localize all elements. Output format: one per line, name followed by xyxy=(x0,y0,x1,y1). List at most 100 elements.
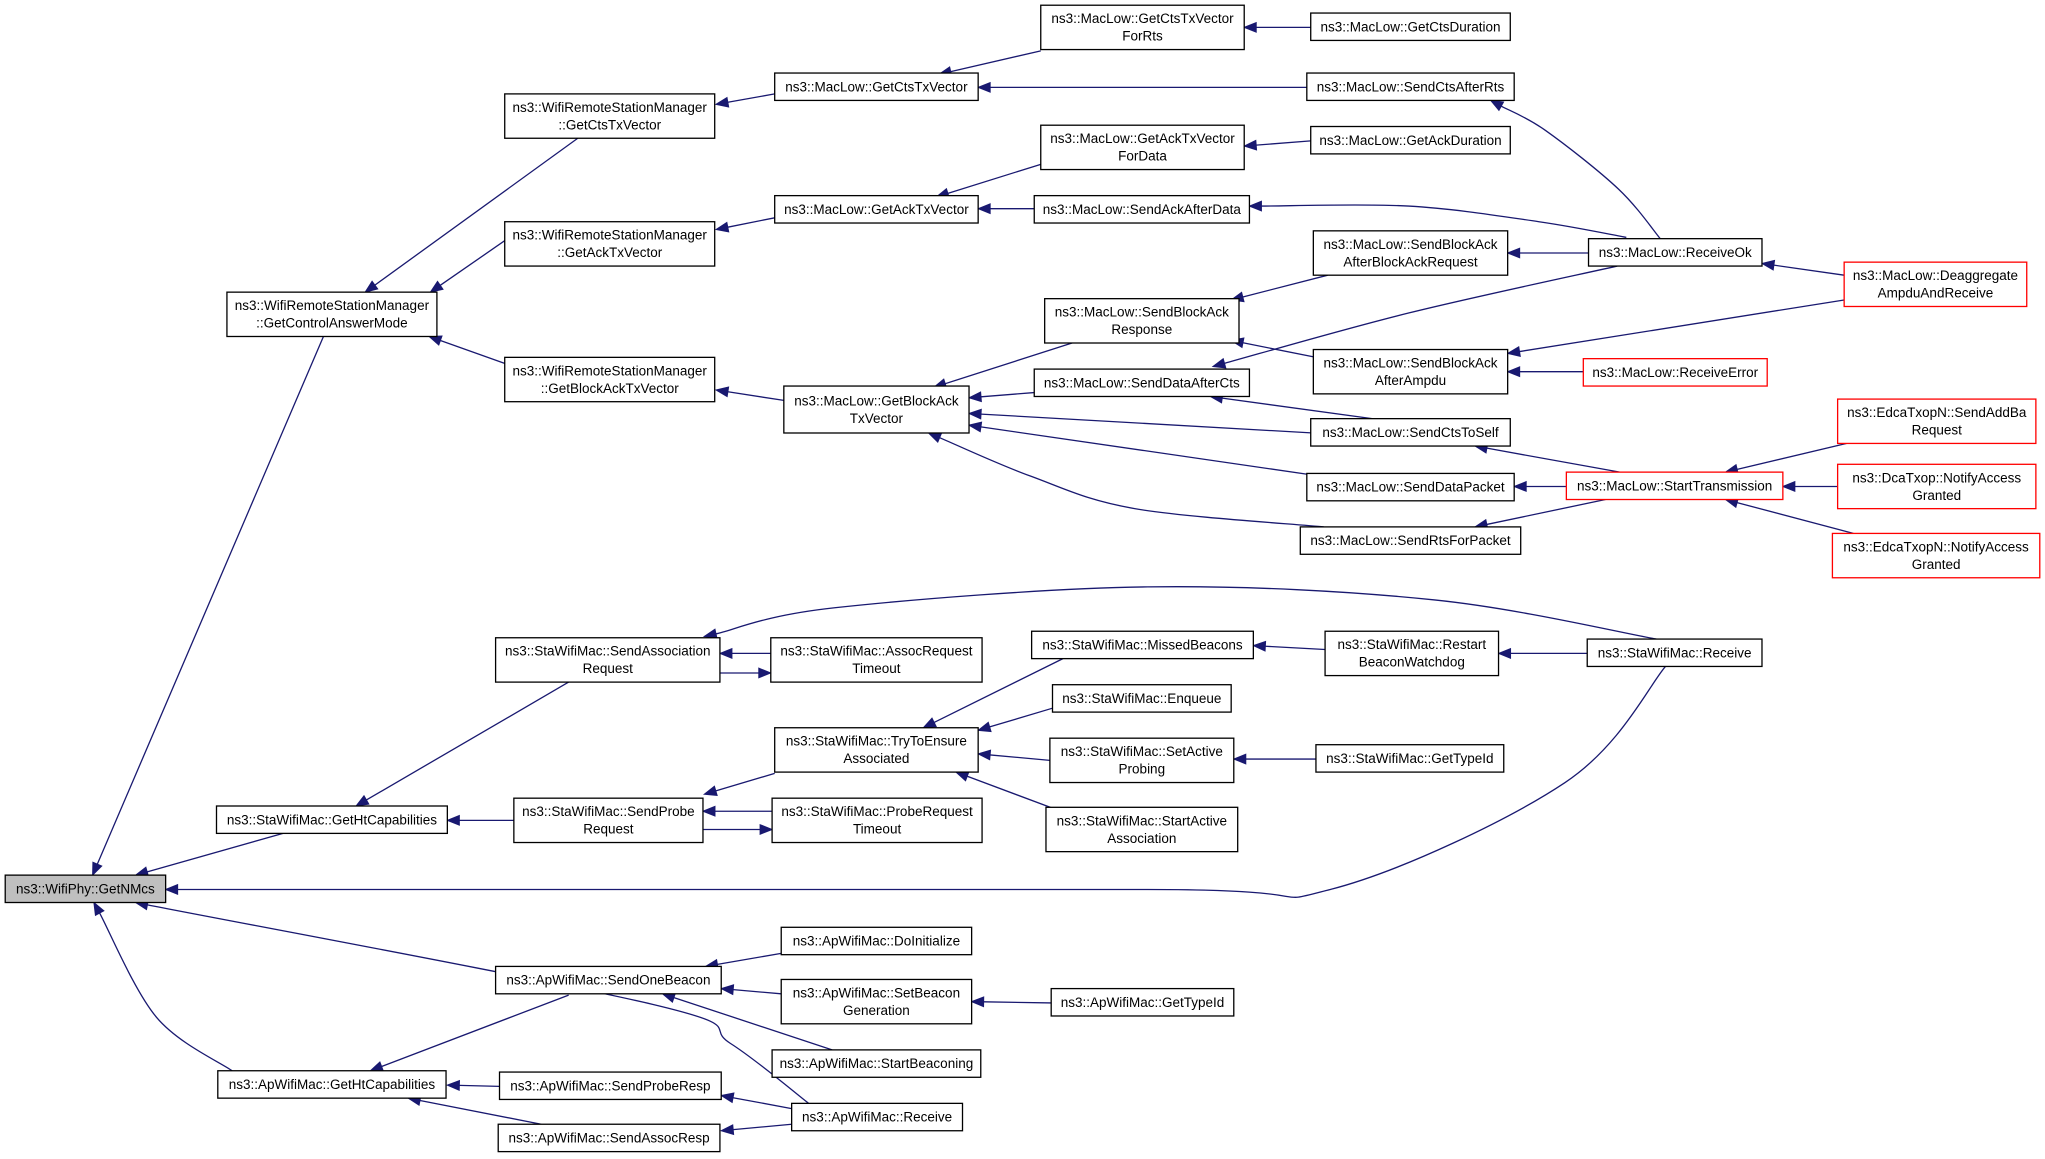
arrowhead-icon xyxy=(702,785,718,797)
node-ap-sendproberesp[interactable]: ns3::ApWifiMac::SendProbeResp xyxy=(498,1071,722,1101)
node-ml-sendctsafterrts[interactable]: ns3::MacLow::SendCtsAfterRts xyxy=(1306,72,1515,102)
node-ap-doinitialize[interactable]: ns3::ApWifiMac::DoInitialize xyxy=(780,926,973,956)
node-label: ForRts xyxy=(1122,29,1163,44)
node-ml-sendblockackafterblockackrequest[interactable]: ns3::MacLow::SendBlockAckAfterBlockAckRe… xyxy=(1312,230,1509,276)
node-ml-starttransmission[interactable]: ns3::MacLow::StartTransmission xyxy=(1565,471,1784,501)
edge-ml-getacktxvectorfordata-to-ml-getacktxvector xyxy=(935,163,1041,199)
node-label: ns3::MacLow::SendBlockAck xyxy=(1323,237,1497,252)
arrowhead-icon xyxy=(922,717,938,729)
node-label: ns3::MacLow::SendBlockAck xyxy=(1323,356,1497,371)
node-ml-getblockacktxvector[interactable]: ns3::MacLow::GetBlockAckTxVector xyxy=(783,385,970,434)
node-sta-gethtcapabilities[interactable]: ns3::StaWifiMac::GetHtCapabilities xyxy=(215,805,448,835)
node-label: ns3::DcaTxop::NotifyAccess xyxy=(1852,470,2021,485)
edge-wrsm-getcontrolanswermode-to-getnmcs xyxy=(92,336,325,877)
node-label: ns3::StaWifiMac::GetTypeId xyxy=(1326,751,1493,766)
node-ml-sendctstoself[interactable]: ns3::MacLow::SendCtsToSelf xyxy=(1310,418,1511,447)
edge-ml-receiveok-to-ml-sendackafterdata xyxy=(1248,200,1627,239)
node-getnmcs[interactable]: ns3::WifiPhy::GetNMcs xyxy=(4,874,167,904)
node-box xyxy=(1049,737,1235,784)
node-ap-receive[interactable]: ns3::ApWifiMac::Receive xyxy=(791,1102,964,1132)
node-wrsm-getctstxvector[interactable]: ns3::WifiRemoteStationManager::GetCtsTxV… xyxy=(504,93,716,139)
node-ap-gethtcapabilities[interactable]: ns3::ApWifiMac::GetHtCapabilities xyxy=(217,1070,447,1099)
node-label: ns3::ApWifiMac::GetHtCapabilities xyxy=(229,1077,436,1092)
node-sta-enqueue[interactable]: ns3::StaWifiMac::Enqueue xyxy=(1051,684,1232,713)
edge-ml-starttransmission-to-ml-sendctstoself xyxy=(1473,442,1620,473)
node-wrsm-getblockacktxvector[interactable]: ns3::WifiRemoteStationManager::GetBlockA… xyxy=(504,356,716,403)
edge-line xyxy=(1242,342,1323,360)
node-label: Associated xyxy=(843,751,909,766)
node-ml-sendackafterdata[interactable]: ns3::MacLow::SendAckAfterData xyxy=(1033,194,1251,224)
node-box xyxy=(494,965,722,995)
node-ml-getctsduration[interactable]: ns3::MacLow::GetCtsDuration xyxy=(1310,12,1511,42)
node-ml-getackduration[interactable]: ns3::MacLow::GetAckDuration xyxy=(1310,125,1511,155)
node-label: ns3::StaWifiMac::AssocRequest xyxy=(780,644,972,659)
node-label: Association xyxy=(1107,831,1176,846)
edge-ml-deaggregate-to-ml-receiveok xyxy=(1760,259,1845,276)
node-ap-startbeaconing[interactable]: ns3::ApWifiMac::StartBeaconing xyxy=(771,1049,982,1078)
node-box xyxy=(1306,72,1515,102)
node-sta-gettypeid[interactable]: ns3::StaWifiMac::GetTypeId xyxy=(1315,744,1505,773)
arrowhead-icon xyxy=(1242,21,1257,33)
arrowhead-icon xyxy=(758,667,773,679)
edge-line xyxy=(1242,274,1328,298)
node-label: Timeout xyxy=(852,661,901,676)
node-label: ns3::WifiRemoteStationManager xyxy=(513,100,708,115)
node-ml-receiveerror[interactable]: ns3::MacLow::ReceiveError xyxy=(1582,358,1768,387)
node-box xyxy=(1324,630,1500,677)
edge-edca-sendaddba-to-ml-starttransmission xyxy=(1724,441,1853,475)
node-ml-senddataafterctx[interactable]: ns3::MacLow::SendDataAfterCts xyxy=(1033,368,1251,398)
node-label: ns3::StaWifiMac::GetHtCapabilities xyxy=(227,812,437,827)
node-box xyxy=(217,1070,447,1099)
edge-line xyxy=(1265,645,1326,651)
edge-sta-sendassociationrequest-to-sta-assocrequesttimeout xyxy=(719,667,773,679)
node-ml-getctstxvector[interactable]: ns3::MacLow::GetCtsTxVector xyxy=(774,72,979,102)
node-ap-gettypeid[interactable]: ns3::ApWifiMac::GetTypeId xyxy=(1050,987,1235,1017)
node-ap-sendonebeacon[interactable]: ns3::ApWifiMac::SendOneBeacon xyxy=(494,965,722,995)
node-ap-sendassocresp[interactable]: ns3::ApWifiMac::SendAssocResp xyxy=(497,1123,721,1153)
edge-line xyxy=(1500,105,1661,240)
edge-line xyxy=(1224,265,1618,364)
arrowhead-icon xyxy=(701,805,716,817)
arrowhead-icon xyxy=(976,749,992,761)
node-box xyxy=(504,356,716,403)
node-ml-sendrtsforpacket[interactable]: ns3::MacLow::SendRtsForPacket xyxy=(1299,526,1522,555)
node-sta-missedbeacons[interactable]: ns3::StaWifiMac::MissedBeacons xyxy=(1030,630,1254,660)
edge-ap-setbeacongeneration-to-ap-sendonebeacon xyxy=(719,984,782,996)
node-label: ns3::MacLow::GetCtsDuration xyxy=(1320,19,1500,34)
node-label: Request xyxy=(583,822,634,837)
node-ml-senddatapacket[interactable]: ns3::MacLow::SendDataPacket xyxy=(1306,472,1515,502)
edge-line xyxy=(939,437,1324,528)
node-box xyxy=(226,291,438,338)
edge-line xyxy=(945,342,1073,385)
node-label: AfterBlockAckRequest xyxy=(1343,254,1478,269)
node-label: Timeout xyxy=(853,822,902,837)
node-box xyxy=(771,1049,982,1078)
node-label: ns3::WifiRemoteStationManager xyxy=(235,298,430,313)
arrowhead-icon xyxy=(445,814,460,826)
node-wrsm-getcontrolanswermode[interactable]: ns3::WifiRemoteStationManager::GetContro… xyxy=(226,291,438,338)
node-sta-receive[interactable]: ns3::StaWifiMac::Receive xyxy=(1586,638,1763,668)
edge-ml-getackduration-to-ml-getacktxvectorfordata xyxy=(1242,139,1311,151)
edge-edca-notifyaccess-to-ml-starttransmission xyxy=(1724,497,1854,535)
node-ml-getacktxvector[interactable]: ns3::MacLow::GetAckTxVector xyxy=(774,194,979,224)
node-box xyxy=(1310,12,1511,42)
node-ml-receiveok[interactable]: ns3::MacLow::ReceiveOk xyxy=(1587,238,1763,267)
node-wrsm-getacktxvector[interactable]: ns3::WifiRemoteStationManager::GetAckTxV… xyxy=(504,221,716,267)
